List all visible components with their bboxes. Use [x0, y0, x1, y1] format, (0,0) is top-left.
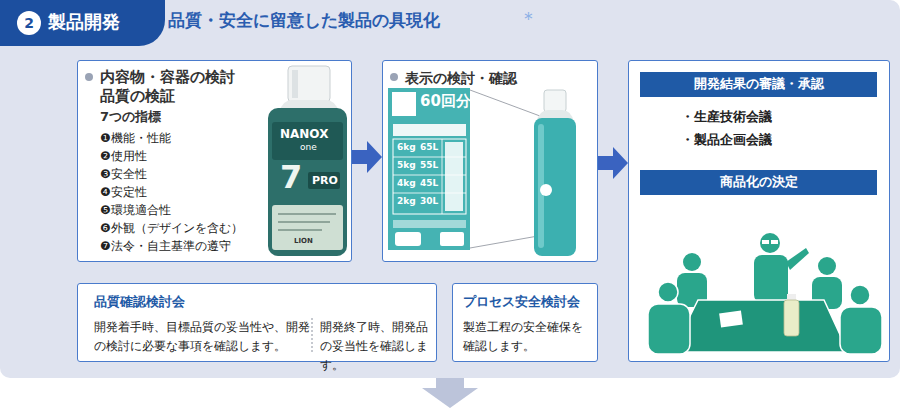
review-box: プロセス安全検討会製造工程の安全確保を確認します。 — [452, 283, 598, 362]
leader-line — [470, 90, 540, 116]
label-band — [393, 124, 466, 136]
person-arm — [786, 248, 809, 270]
step-number-circle: 2 — [17, 11, 41, 35]
table-bottle-cap — [787, 294, 796, 300]
dotted-divider — [312, 318, 313, 354]
label-table — [393, 139, 466, 214]
person-head — [760, 233, 780, 253]
review-box-text: 開発終了時、開発品の妥当性を確認します。 — [320, 318, 436, 375]
table-cell: 4kg — [397, 179, 416, 189]
table-cell: 5kg — [397, 161, 416, 171]
person-body — [754, 255, 788, 303]
process-box-text: ❶機能・性能 — [100, 131, 171, 147]
step-number-circle-text: 2 — [17, 14, 41, 32]
person-head — [683, 253, 701, 271]
label-callout — [445, 142, 463, 211]
process-box-text: ❹安定性 — [100, 185, 147, 201]
review-box-text: 開発着手時、目標品質の妥当性や、開発の検討に必要な事項を確認します。 — [94, 318, 310, 356]
section-tab-text: 製品開発 — [48, 10, 120, 33]
person-body — [648, 304, 690, 354]
label-line — [278, 229, 322, 231]
review-box-text: プロセス安全検討会 — [463, 294, 580, 311]
bottle-body — [268, 108, 347, 256]
bottle-badge — [308, 172, 340, 189]
down-arrow — [422, 378, 478, 408]
review-box: 品質確認検討会開発着手時、目標品質の妥当性や、開発の検討に必要な事項を確認します… — [77, 283, 437, 362]
section-tab: 製品開発 2 — [0, 0, 165, 46]
table-cell: 45L — [420, 179, 438, 189]
label-badge — [392, 92, 416, 116]
footnote-mark: ＊ — [519, 8, 538, 29]
label-mark — [395, 232, 421, 246]
label-band — [393, 220, 466, 228]
bottle-body — [534, 118, 576, 256]
table-cell: 6kg — [397, 143, 416, 153]
meeting-table — [672, 300, 848, 352]
product-badge: PRO — [312, 175, 338, 187]
product-logo: NANOX — [280, 128, 328, 141]
approval-box-text: ・製品企画会議 — [681, 132, 772, 149]
person-head — [818, 257, 836, 275]
review-box-text: 製造工程の安全確保を確認します。 — [463, 318, 583, 356]
table-bottle — [784, 300, 799, 336]
approval-box-text: ・生産技術会議 — [681, 109, 772, 126]
cap-shade — [292, 70, 298, 98]
label-line — [278, 221, 330, 223]
label-table-rule — [442, 139, 443, 214]
background-panel — [0, 0, 900, 378]
heading-bullet — [390, 73, 398, 81]
process-box-text: ❸安全性 — [100, 167, 147, 183]
header-band: 開発結果の審議・承認 — [640, 72, 877, 97]
bottle-cap — [544, 90, 566, 112]
bottle-logo-area — [272, 122, 343, 160]
glasses — [771, 240, 778, 244]
table-cell: 2kg — [397, 197, 416, 207]
label-line — [278, 213, 336, 215]
person-body — [840, 307, 882, 354]
diagram-title: 品質・安全に留意した製品の具現化 — [168, 11, 440, 30]
label-panel — [388, 88, 470, 250]
glasses — [762, 240, 769, 244]
table-cell: 65L — [420, 143, 438, 153]
person-head — [850, 285, 870, 305]
process-box-text: 7つの指標 — [100, 109, 161, 126]
product-logo: one — [300, 143, 317, 153]
header-band-text: 商品化の決定 — [640, 174, 877, 191]
process-box-text: ❺環境適合性 — [100, 203, 171, 219]
table-cell: 55L — [420, 161, 438, 171]
paper-sheet — [719, 311, 743, 328]
product-number: 7 — [280, 160, 302, 195]
label-count: 60回分 — [420, 93, 471, 110]
brand-name: LION — [294, 238, 313, 246]
flow-arrow — [352, 141, 382, 173]
bottle-mark — [540, 184, 552, 196]
process-box-text: 内容物・容器の検討 品質の検証 — [100, 68, 240, 106]
process-box-text: ❷使用性 — [100, 149, 147, 165]
process-box-text: ❼法令・自主基準の遵守 — [100, 239, 231, 255]
label-mark — [440, 232, 464, 246]
review-box-text: 品質確認検討会 — [94, 294, 185, 311]
process-box-text: ❻外観（デザインを含む） — [100, 221, 243, 237]
header-band: 商品化の決定 — [640, 170, 877, 195]
table-cell: 30L — [420, 197, 438, 207]
leader-line — [470, 236, 538, 248]
person-head — [658, 282, 678, 302]
process-box-text: 表示の検討・確認 — [405, 69, 517, 87]
header-band-text: 開発結果の審議・承認 — [640, 76, 877, 93]
bottle-label — [272, 205, 343, 250]
heading-bullet — [85, 73, 93, 81]
flow-arrow — [598, 147, 628, 179]
bottle-cap — [288, 66, 330, 102]
